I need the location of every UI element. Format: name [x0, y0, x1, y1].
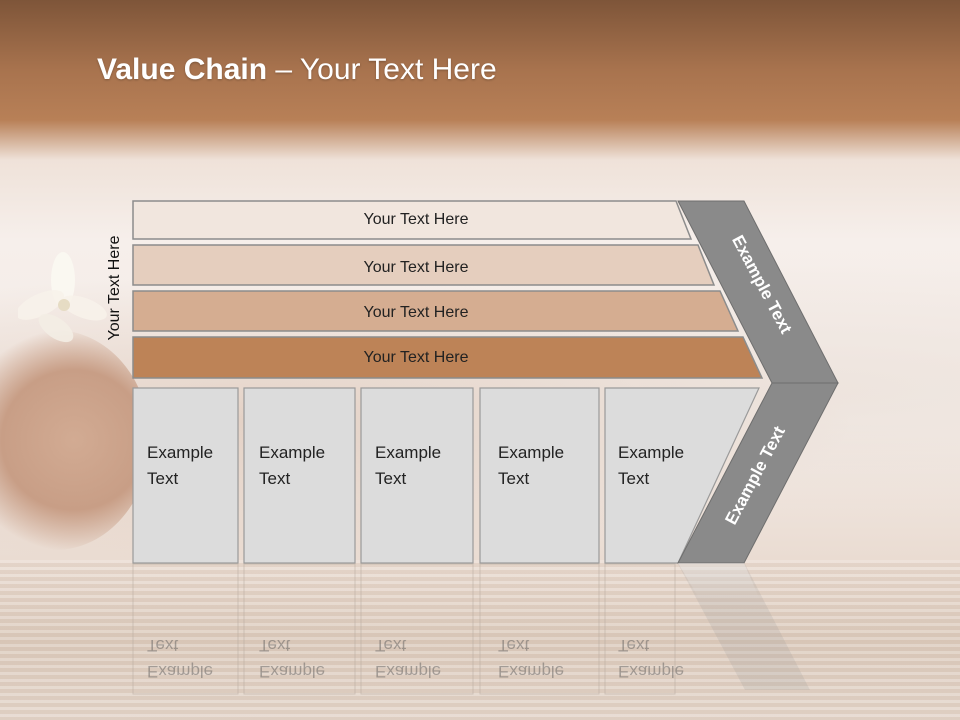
reflection-texts: Text Example Text Example Text Example T…: [147, 636, 684, 681]
title-rest: – Your Text Here: [267, 53, 497, 86]
box-2-line2: Text: [259, 469, 290, 488]
box-2-line1: Example: [259, 443, 325, 462]
reflection-text: Text: [498, 636, 529, 655]
reflection-text: Text: [618, 636, 649, 655]
reflection-text: Example: [259, 662, 325, 681]
box-2: [243, 387, 356, 564]
box-5-line1: Example: [618, 443, 684, 462]
flower-image: [18, 252, 107, 343]
reflection-text: Example: [618, 662, 684, 681]
title-bold: Value Chain: [97, 53, 268, 86]
box-4: [479, 387, 600, 564]
box-1-line1: Example: [147, 443, 213, 462]
bar-3-label: Your Text Here: [364, 304, 469, 321]
reflection-text: Text: [259, 636, 290, 655]
bar-2: [132, 244, 716, 286]
reflection-text: Text: [147, 636, 178, 655]
bar-2-label: Your Text Here: [364, 259, 469, 276]
bar-4-label: Your Text Here: [364, 349, 469, 366]
reflection-text: Example: [147, 662, 213, 681]
box-1: [132, 387, 239, 564]
slide-title: Value Chain – Your Text Here: [97, 53, 497, 87]
reflection-text: Example: [498, 662, 564, 681]
bar-4: [132, 336, 764, 379]
background-face-image: [0, 330, 150, 550]
box-4-line1: Example: [498, 443, 564, 462]
box-4-line2: Text: [498, 469, 529, 488]
box-3-line1: Example: [375, 443, 441, 462]
reflection-text: Example: [375, 662, 441, 681]
box-1-line2: Text: [147, 469, 178, 488]
box-3: [360, 387, 474, 564]
box-3-line2: Text: [375, 469, 406, 488]
box-5-line2: Text: [618, 469, 649, 488]
reflection-text: Text: [375, 636, 406, 655]
chevron-fade: [678, 563, 760, 600]
bar-1-label: Your Text Here: [364, 211, 469, 228]
bar-1: [132, 200, 693, 240]
bar-3: [132, 290, 740, 332]
